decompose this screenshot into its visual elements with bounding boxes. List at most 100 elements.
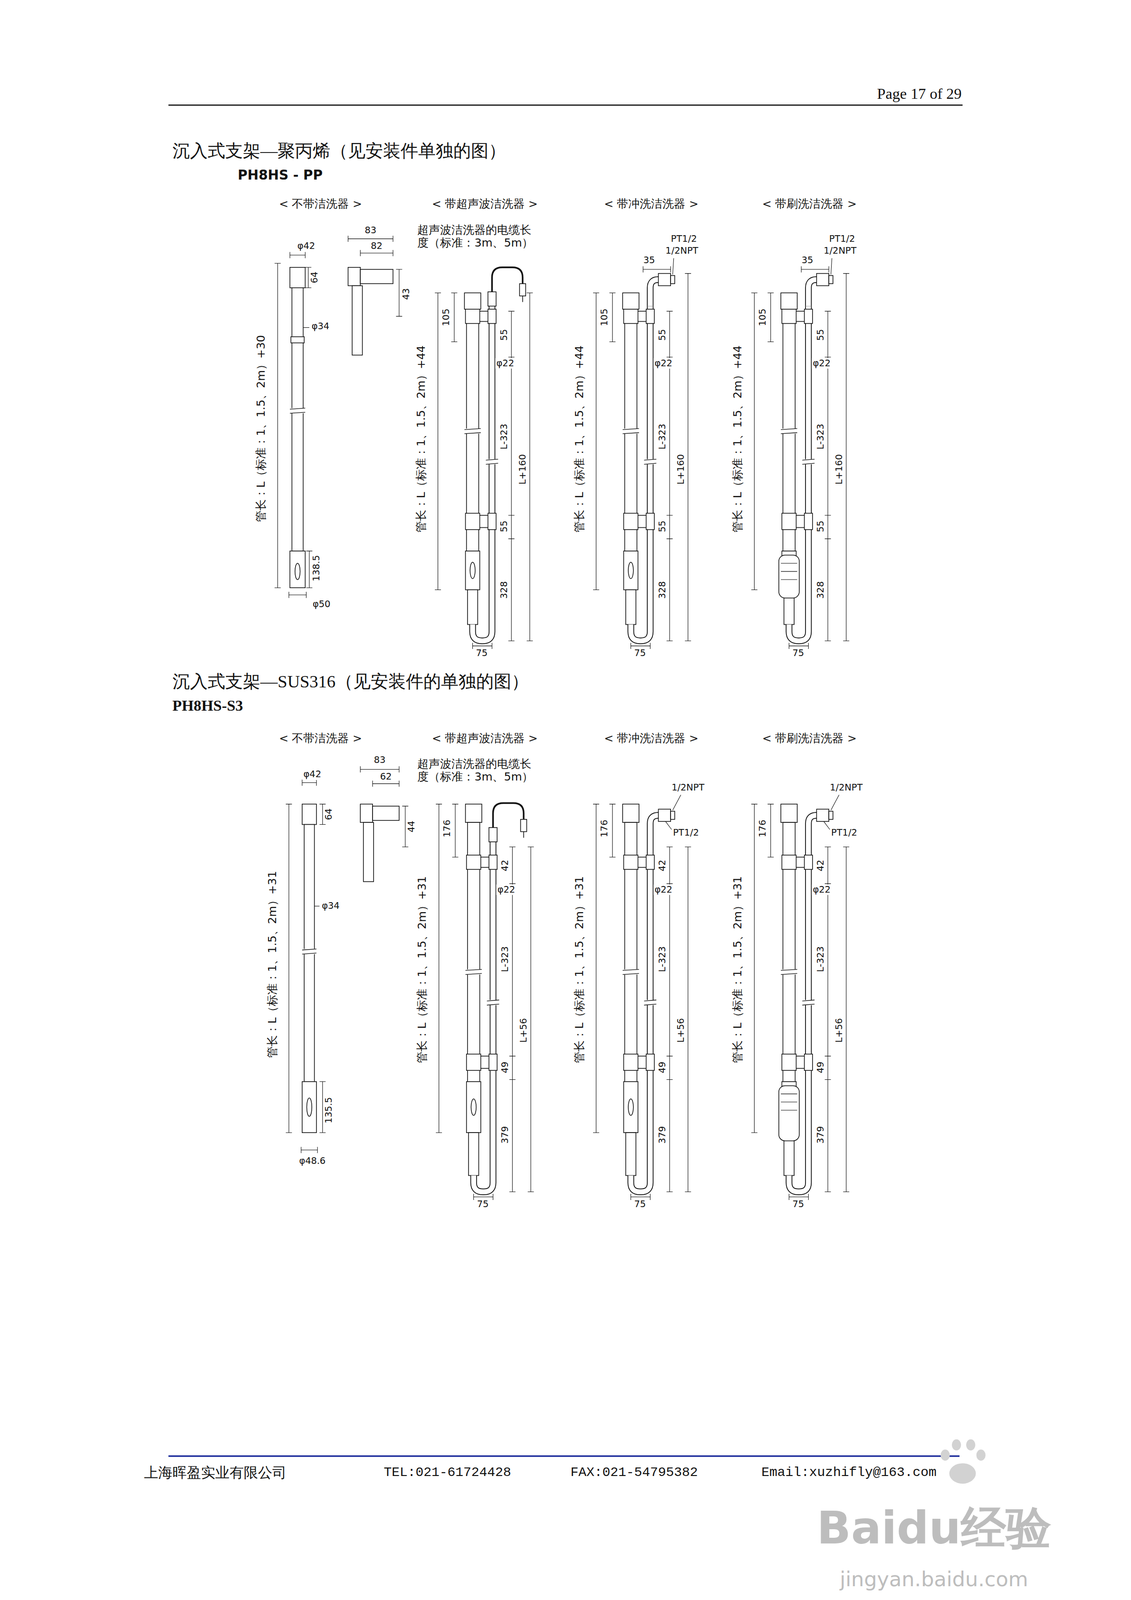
hose-fitting bbox=[658, 273, 671, 287]
dimension-label: 379 bbox=[815, 1125, 826, 1145]
section-header: < 不带洁洗器 > bbox=[277, 732, 364, 746]
bracket-cap bbox=[347, 267, 361, 287]
sensor-holder bbox=[302, 1082, 317, 1133]
pipe-collar bbox=[466, 1054, 481, 1071]
section-title: 沉入式支架—SUS316（见安装件的单独的图） bbox=[171, 671, 530, 692]
cable-connector bbox=[520, 819, 527, 833]
sensor-holder bbox=[623, 1082, 638, 1133]
cleaner-tube bbox=[630, 306, 651, 642]
dimension-line bbox=[767, 292, 774, 342]
dimension-line bbox=[609, 804, 616, 858]
dimension-label: 328 bbox=[657, 580, 668, 600]
dimension-label: 62 bbox=[379, 771, 393, 783]
footer-contact: TEL:021-61724428 bbox=[383, 1465, 513, 1481]
tube-ring bbox=[804, 855, 813, 870]
port-label: 1/2NPT bbox=[664, 245, 700, 257]
dimension-line bbox=[801, 266, 829, 273]
dimension-line bbox=[289, 252, 306, 259]
cleaner-tube-bore bbox=[650, 815, 659, 843]
cable-gland bbox=[488, 827, 498, 843]
pipe-cap bbox=[302, 804, 317, 825]
tube-ring bbox=[646, 855, 655, 870]
dimension-label: L-323 bbox=[499, 945, 511, 974]
sensor-holder bbox=[466, 1082, 481, 1133]
pipe-collar bbox=[781, 1054, 796, 1071]
cleaner-tube bbox=[650, 279, 659, 307]
port-label: PT1/2 bbox=[828, 233, 857, 245]
dimension-line bbox=[593, 292, 600, 590]
dimension-line bbox=[767, 804, 774, 858]
pipe-collar bbox=[623, 513, 638, 530]
bracket-cap bbox=[360, 804, 373, 824]
cleaner-tube bbox=[473, 842, 494, 1193]
dimension-line bbox=[274, 263, 281, 588]
dimension-label: 138.5 bbox=[311, 554, 322, 583]
dimension-line bbox=[302, 779, 317, 786]
dimension-label: 75 bbox=[632, 1199, 647, 1210]
dimension-label: L-323 bbox=[498, 422, 510, 451]
dimension-label: 55 bbox=[815, 327, 826, 342]
dimension-label: 49 bbox=[657, 1061, 668, 1075]
pipe-length-label: 管长：L（标准：1、1.5、2m）+44 bbox=[415, 344, 429, 534]
section-title: 沉入式支架—聚丙烯（见安装件单独的图） bbox=[171, 141, 508, 162]
pipe-length-label: 管长：L（标准：1、1.5、2m）+31 bbox=[731, 875, 745, 1065]
dimension-line bbox=[609, 292, 616, 342]
cleaner-tube bbox=[472, 306, 493, 642]
dimension-line bbox=[642, 266, 671, 273]
footer-contact: FAX:021-54795382 bbox=[569, 1465, 700, 1481]
dimension-line bbox=[435, 804, 442, 1134]
dimension-label: 43 bbox=[401, 287, 412, 301]
tube-ring bbox=[646, 513, 655, 530]
leader-line bbox=[665, 821, 672, 830]
section-header: < 带冲洗洁洗器 > bbox=[603, 197, 700, 211]
dimension-label: 49 bbox=[815, 1061, 826, 1075]
pipe-collar bbox=[781, 309, 796, 324]
leader-line bbox=[830, 258, 832, 275]
cleaner-tube-bore bbox=[630, 842, 651, 1193]
hose-port bbox=[670, 275, 675, 284]
cable-end bbox=[523, 832, 525, 839]
tube-ring bbox=[804, 309, 813, 324]
break-mark bbox=[780, 969, 797, 976]
pipe-collar bbox=[623, 1054, 638, 1071]
dimension-line bbox=[452, 804, 459, 858]
cleaner-tube-bore bbox=[808, 815, 817, 843]
sensor-holder bbox=[623, 551, 638, 591]
watermark-paw bbox=[949, 1463, 977, 1485]
watermark-paw bbox=[951, 1439, 961, 1452]
dimension-label: φ42 bbox=[302, 769, 323, 780]
cleaner-tube-bore bbox=[630, 306, 651, 642]
pipe-cap bbox=[780, 292, 797, 309]
cable-gland bbox=[488, 291, 497, 307]
sensor-holder bbox=[289, 551, 306, 588]
watermark: Baidu经验 bbox=[815, 1502, 1053, 1554]
dimension-label: 42 bbox=[499, 858, 511, 873]
dimension-label: φ22 bbox=[496, 884, 517, 896]
dimension-line bbox=[288, 592, 307, 599]
dimension-label: L+160 bbox=[675, 453, 687, 486]
dimension-label: 135.5 bbox=[323, 1096, 335, 1125]
dimension-label: φ22 bbox=[811, 358, 832, 369]
footer-contact: Email:xuzhifly@163.com bbox=[760, 1465, 938, 1481]
model-code: PH8HS-S3 bbox=[171, 697, 245, 716]
dimension-label: 75 bbox=[632, 648, 647, 659]
pipe-collar bbox=[781, 513, 796, 530]
port-label: PT1/2 bbox=[830, 827, 859, 839]
sensor-guard bbox=[468, 1132, 479, 1176]
sensor-guard bbox=[625, 1132, 636, 1176]
dimension-label: φ22 bbox=[653, 884, 674, 896]
pipe-collar bbox=[781, 855, 796, 870]
dimension-line bbox=[751, 292, 758, 590]
dimension-label: L+56 bbox=[518, 1017, 529, 1045]
tube-ring bbox=[646, 1054, 655, 1071]
cleaner-tube bbox=[808, 279, 817, 307]
dimension-label: 55 bbox=[498, 327, 510, 342]
dimension-label: L+160 bbox=[833, 453, 845, 486]
break-mark bbox=[643, 459, 657, 465]
dimension-label: 176 bbox=[441, 819, 453, 839]
leader-line bbox=[823, 821, 830, 830]
dimension-label: 328 bbox=[498, 580, 510, 600]
pipe-cap bbox=[622, 292, 639, 309]
watermark-paw bbox=[976, 1449, 986, 1462]
dimension-label: 75 bbox=[476, 1199, 490, 1210]
